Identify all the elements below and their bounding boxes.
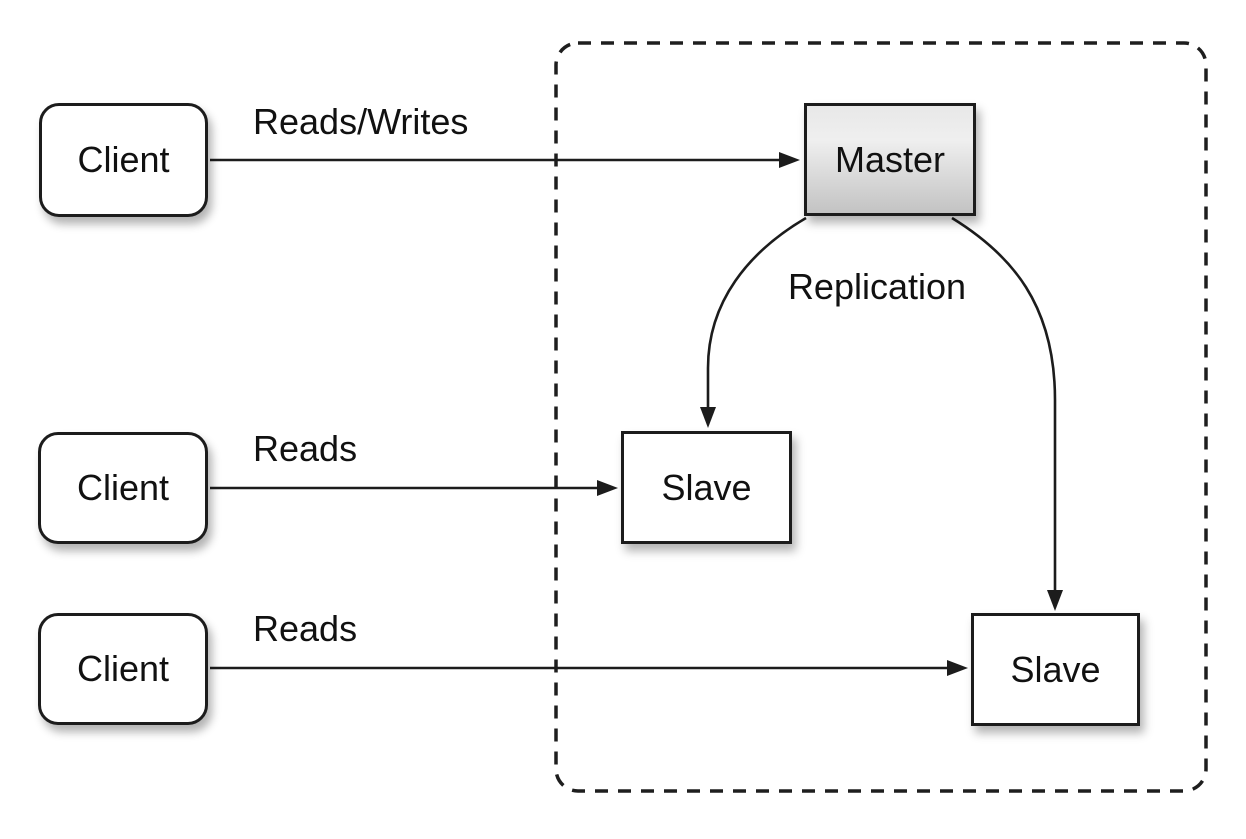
- replication-label: Replication: [787, 266, 967, 307]
- master-node-label: Master: [834, 138, 946, 180]
- replication-arrow-right: [951, 216, 1063, 611]
- reads-label-1: Reads: [253, 428, 358, 469]
- cluster-dashed-border: [554, 41, 1208, 793]
- slave-node-1-label: Slave: [661, 466, 752, 508]
- client-node-1: Client: [39, 103, 208, 217]
- client-node-3: Client: [38, 613, 208, 725]
- master-node: Master: [804, 103, 976, 216]
- reads-label-2: Reads: [253, 608, 358, 649]
- client-node-3-label: Client: [76, 648, 170, 689]
- reads-writes-label: Reads/Writes: [253, 101, 469, 142]
- slave-node-2-label: Slave: [1010, 648, 1101, 690]
- replication-arrow-left: [700, 216, 807, 428]
- client-node-2: Client: [38, 432, 208, 544]
- slave-node-2: Slave: [971, 613, 1140, 726]
- client-node-2-label: Client: [76, 467, 170, 508]
- slave-node-1: Slave: [621, 431, 792, 544]
- client-node-1-label: Client: [77, 139, 170, 180]
